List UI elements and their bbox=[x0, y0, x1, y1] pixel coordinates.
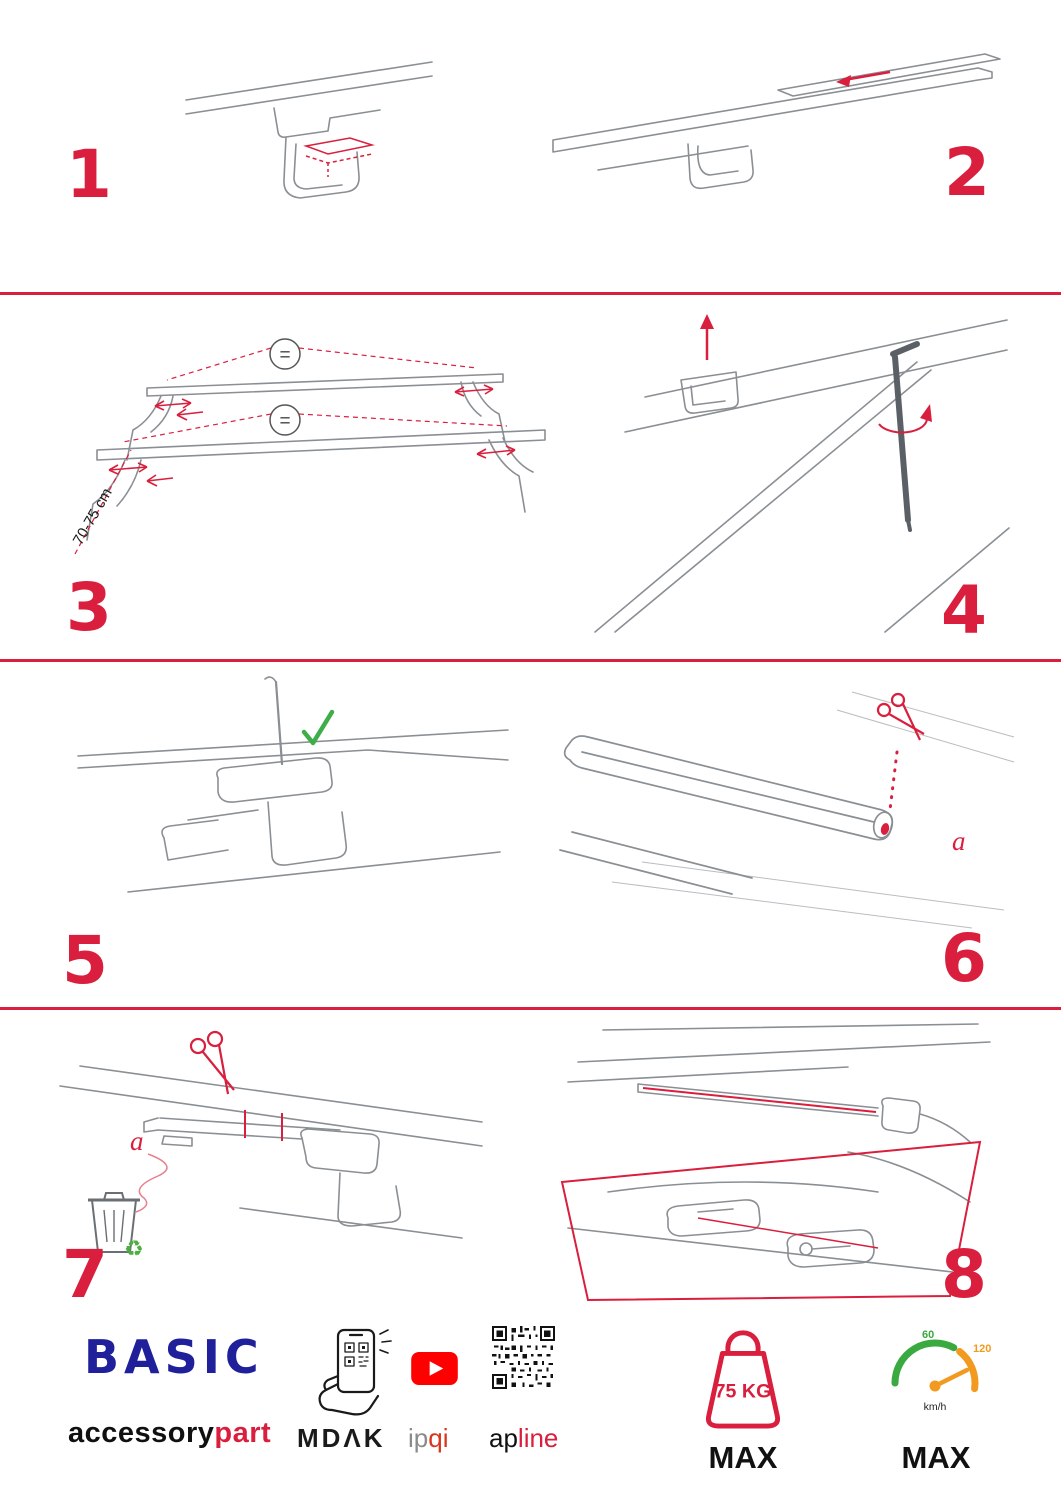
brand-part-text: part bbox=[214, 1417, 272, 1449]
scissors-icon bbox=[876, 692, 925, 741]
ipqi-ip-text: ip bbox=[408, 1423, 429, 1453]
step-1-illustration bbox=[178, 48, 440, 248]
max-weight-drawing: 75 KG bbox=[705, 1330, 781, 1429]
step-6-illustration: a bbox=[552, 682, 1017, 940]
step-7-drawing: a ♻ bbox=[59, 1030, 483, 1258]
partner-mdak: MDΛK bbox=[297, 1423, 386, 1453]
strip-highlight bbox=[642, 1087, 877, 1113]
speed-low-label: 60 bbox=[922, 1329, 934, 1341]
step-4-illustration bbox=[585, 302, 1010, 634]
brand-logo-basic: BASIC bbox=[84, 1330, 264, 1384]
step-7-number: 7 bbox=[62, 1236, 108, 1313]
step-3-number: 3 bbox=[66, 569, 112, 646]
apline-ap-text: ap bbox=[489, 1423, 518, 1453]
step-4-number: 4 bbox=[941, 572, 987, 649]
step-8-number: 8 bbox=[941, 1236, 987, 1313]
ipqi-qi-text: qi bbox=[428, 1423, 449, 1453]
max-speed-label: MAX bbox=[901, 1440, 971, 1475]
partner-ipqi: ipqi bbox=[408, 1423, 449, 1454]
equal-badge-bottom: = bbox=[279, 411, 290, 432]
trash-bin-icon bbox=[88, 1192, 140, 1253]
section-divider-2 bbox=[0, 659, 1061, 662]
max-speed-drawing: 60 120 km/h bbox=[891, 1329, 991, 1413]
step-1-number: 1 bbox=[66, 136, 112, 213]
equal-badge-top: = bbox=[279, 345, 290, 366]
rotate-arrow bbox=[878, 404, 932, 434]
allen-key bbox=[890, 341, 920, 532]
speed-unit-label: km/h bbox=[924, 1401, 947, 1413]
speed-high-label: 120 bbox=[973, 1343, 991, 1355]
check-icon bbox=[301, 709, 335, 746]
strip-end-highlight bbox=[880, 823, 890, 835]
step-1-drawing bbox=[185, 61, 433, 199]
insert-up-arrow bbox=[700, 314, 714, 360]
brand-accessory-text: accessory bbox=[68, 1417, 215, 1449]
part-label-a: a bbox=[130, 1126, 144, 1156]
apline-line-text: line bbox=[517, 1423, 559, 1453]
scissors-icon bbox=[189, 1030, 235, 1095]
step-3-illustration: = = 70-75 cm bbox=[35, 308, 550, 573]
step-2-number: 2 bbox=[944, 134, 990, 211]
step-6-drawing: a bbox=[559, 691, 1015, 929]
scan-phone-drawing bbox=[318, 1328, 392, 1416]
step-3-drawing: = = 70-75 cm bbox=[70, 338, 546, 555]
max-weight-value: 75 KG bbox=[715, 1381, 772, 1403]
step-5-drawing bbox=[77, 676, 509, 893]
part-label-a: a bbox=[952, 826, 966, 856]
step-2-illustration bbox=[538, 28, 1010, 206]
section-divider-1 bbox=[0, 292, 1061, 295]
detail-frame bbox=[560, 1140, 982, 1302]
cut-marks bbox=[244, 1110, 283, 1141]
youtube-drawing bbox=[411, 1352, 458, 1385]
max-weight-icon: 75 KG bbox=[692, 1318, 794, 1434]
step-7-illustration: a ♻ bbox=[40, 1026, 490, 1258]
step-5-illustration bbox=[68, 670, 518, 932]
pointer-lines bbox=[74, 347, 508, 555]
max-speed-icon: 60 120 km/h bbox=[880, 1326, 992, 1426]
step-8-illustration bbox=[548, 1022, 1013, 1304]
step-5-number: 5 bbox=[62, 922, 108, 999]
youtube-icon bbox=[411, 1352, 458, 1385]
discard-thread bbox=[135, 1153, 168, 1213]
section-divider-3 bbox=[0, 1007, 1061, 1010]
cut-dots bbox=[888, 750, 899, 812]
bar-distance-label: 70-75 cm bbox=[70, 485, 116, 548]
alignment-line bbox=[697, 1217, 879, 1249]
qr-code-icon bbox=[492, 1326, 555, 1389]
qr-code-drawing bbox=[492, 1326, 555, 1389]
step-8-drawing bbox=[560, 1023, 991, 1302]
slide-arrow bbox=[836, 70, 891, 87]
dimension-arrows bbox=[108, 384, 516, 487]
recycle-icon: ♻ bbox=[124, 1236, 144, 1258]
partner-apline: apline bbox=[489, 1423, 558, 1454]
scan-phone-icon bbox=[308, 1326, 394, 1418]
max-weight-label: MAX bbox=[708, 1440, 778, 1475]
rubber-pad-highlight bbox=[303, 137, 375, 177]
equal-spacing-badges: = = bbox=[269, 338, 301, 436]
brand-accessorypart: accessorypart bbox=[68, 1417, 271, 1450]
step-4-drawing bbox=[594, 314, 1010, 633]
step-2-drawing bbox=[552, 53, 1001, 190]
step-6-number: 6 bbox=[941, 920, 987, 997]
